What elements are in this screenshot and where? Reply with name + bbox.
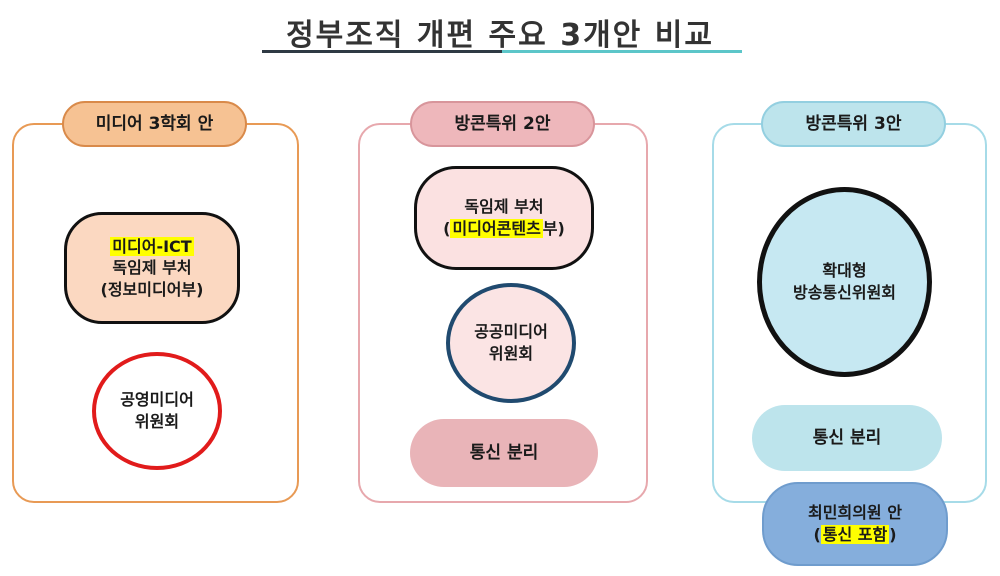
title-underline-teal <box>502 50 742 53</box>
title-underline-dark <box>262 50 502 53</box>
option-2-committee-circle: 공공미디어 위원회 <box>446 283 576 403</box>
option-3-circle-line2: 방송통신위원회 <box>792 283 897 302</box>
option-2-circle-line2: 위원회 <box>488 344 534 363</box>
option-2-header: 방콘특위 2안 <box>410 101 595 147</box>
option-3-note-pill: 최민희의원 안 (통신 포함) <box>762 482 948 566</box>
option-1-box-line1: 미디어-ICT <box>110 236 194 256</box>
option-3-note-line2: (통신 포함) <box>813 525 897 544</box>
option-3-commission-circle: 확대형 방송통신위원회 <box>757 187 932 377</box>
option-3-note-line1: 최민희의원 안 <box>808 503 902 523</box>
option-1-circle-line1: 공영미디어 <box>120 390 194 410</box>
option-1-box-line2: 독임제 부처 <box>112 258 192 278</box>
option-3-header: 방콘특위 3안 <box>761 101 946 147</box>
option-1-circle-line2: 위원회 <box>134 412 180 431</box>
option-3-separation-pill: 통신 분리 <box>752 405 942 471</box>
option-3-circle-line1: 확대형 <box>822 261 867 281</box>
option-2-box-highlight: 미디어콘텐츠 <box>450 219 543 238</box>
option-2-box-line1: 독임제 부처 <box>464 197 544 217</box>
option-2-separation-pill: 통신 분리 <box>410 419 598 487</box>
option-2-circle-line1: 공공미디어 <box>474 322 548 342</box>
option-1-ministry-box: 미디어-ICT 독임제 부처 (정보미디어부) <box>64 212 240 324</box>
page-title: 정부조직 개편 주요 3개안 비교 <box>286 18 714 53</box>
option-1-box-line3: (정보미디어부) <box>100 279 204 299</box>
option-1-committee-circle: 공영미디어 위원회 <box>92 352 222 470</box>
option-1-header: 미디어 3학회 안 <box>62 101 247 147</box>
option-3-note-highlight: 통신 포함 <box>820 525 890 544</box>
